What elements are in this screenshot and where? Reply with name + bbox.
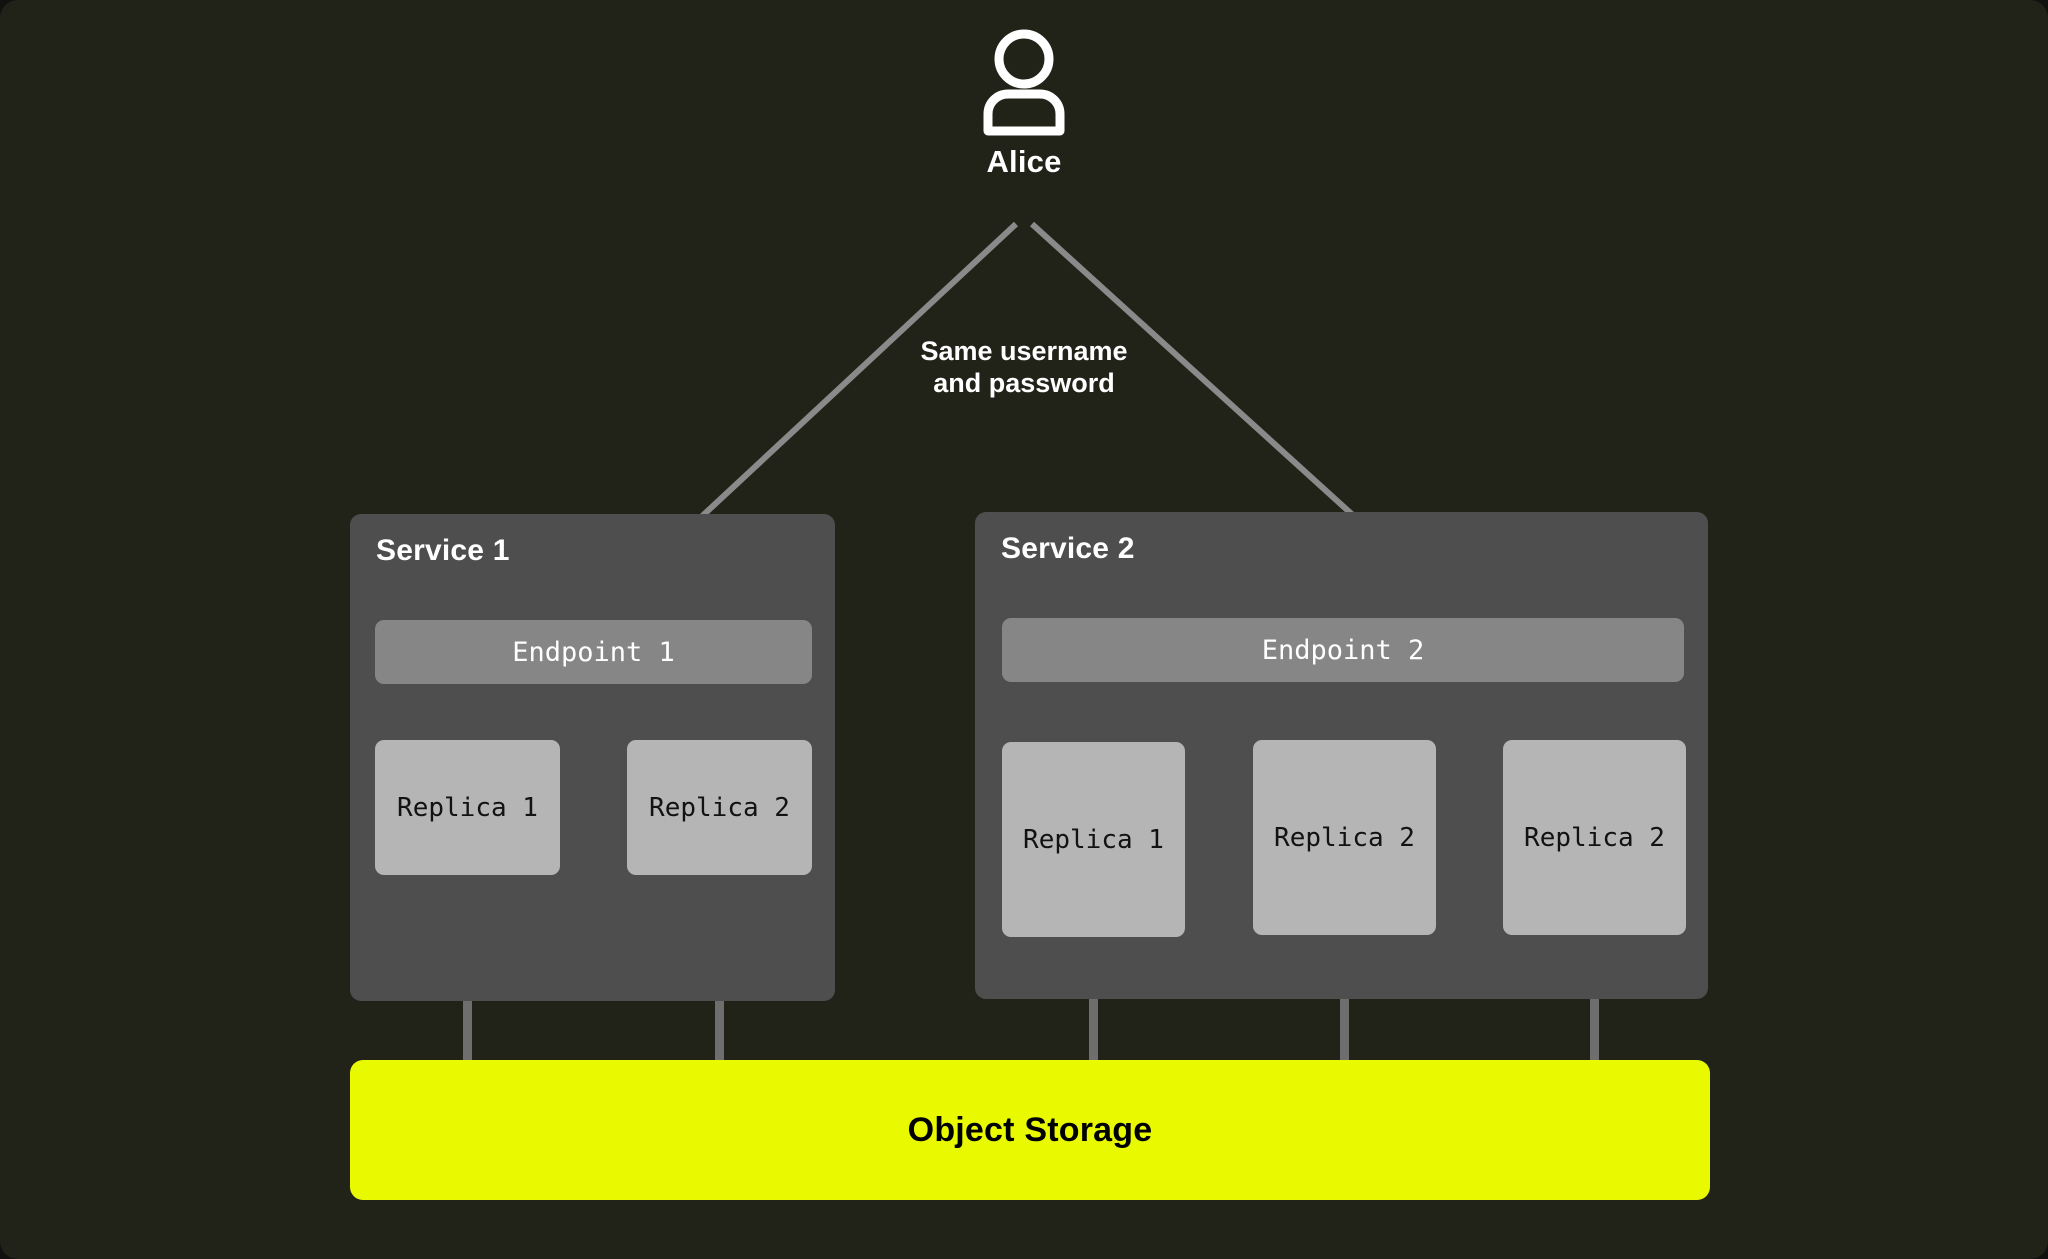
service-1-replica-2-label: Replica 2 [649, 792, 790, 823]
object-storage-bar[interactable]: Object Storage [350, 1060, 1710, 1200]
actor-alice: Alice [924, 28, 1124, 180]
actor-label: Alice [986, 144, 1062, 179]
service-2-replica-1[interactable]: Replica 1 [1002, 742, 1185, 937]
service-2-replica-1-label: Replica 1 [1023, 824, 1164, 855]
service-1-replica-1[interactable]: Replica 1 [375, 740, 560, 875]
service-2-replica-2[interactable]: Replica 2 [1253, 740, 1436, 935]
person-icon [983, 29, 1065, 136]
endpoint-2[interactable]: Endpoint 2 [1002, 618, 1684, 682]
endpoint-1[interactable]: Endpoint 1 [375, 620, 812, 684]
service-1-replica-1-label: Replica 1 [397, 792, 538, 823]
edge-caption-line-1: Same username [920, 336, 1128, 366]
endpoint-2-label: Endpoint 2 [1261, 634, 1425, 666]
object-storage-label: Object Storage [907, 1110, 1153, 1149]
endpoint-1-label: Endpoint 1 [512, 636, 675, 668]
service-1-title: Service 1 [376, 534, 510, 567]
service-2-replica-3-label: Replica 2 [1524, 822, 1665, 853]
service-2-replica-3[interactable]: Replica 2 [1503, 740, 1686, 935]
edge-caption-line-2: and password [933, 367, 1115, 398]
service-2-title: Service 2 [1001, 532, 1135, 565]
service-1-replica-2[interactable]: Replica 2 [627, 740, 812, 875]
service-2-replica-2-label: Replica 2 [1274, 822, 1415, 853]
edge-caption: Same username and password [784, 336, 1264, 400]
